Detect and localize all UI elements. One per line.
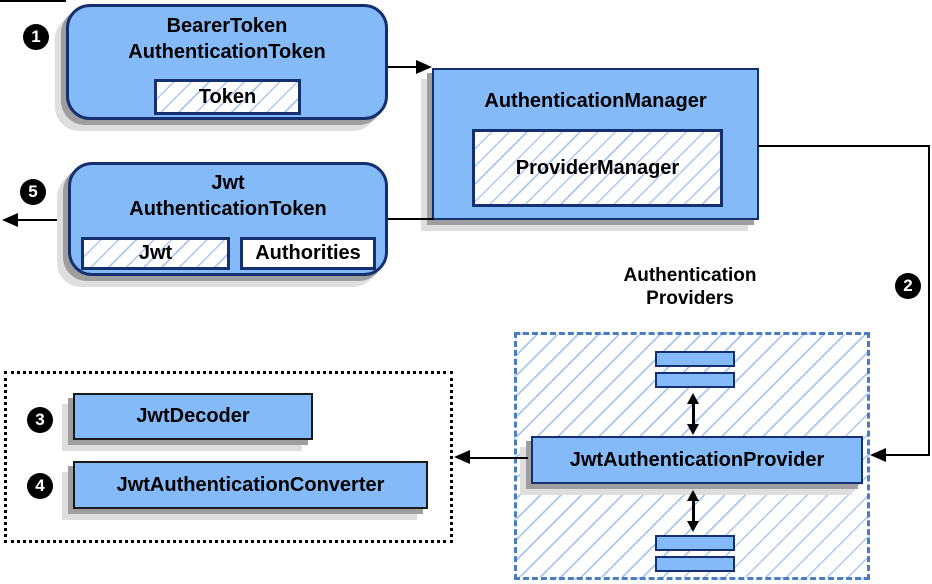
edge-provider-to-decoders [470, 457, 528, 459]
arrowhead-left-icon [870, 448, 886, 462]
jwt-authentication-converter-label: JwtAuthenticationConverter [116, 473, 385, 496]
edge-manager-to-jwt-token [388, 218, 434, 220]
authentication-manager-node: AuthenticationManager ProviderManager [432, 68, 759, 220]
edge-token-out [17, 219, 68, 221]
arrowhead-decoders-left-icon [454, 450, 470, 464]
jwt-chip-label: Jwt [138, 242, 173, 264]
bearer-node-title-line2: AuthenticationToken [128, 41, 326, 63]
step-3-badge: 3 [27, 407, 53, 433]
arrow-stem [691, 402, 695, 426]
provider-manager-chip: ProviderManager [472, 129, 723, 207]
jwt-authentication-converter-node: JwtAuthenticationConverter [73, 461, 428, 509]
arrowhead-right-icon [416, 60, 432, 74]
authorities-chip-label: Authorities [255, 242, 361, 264]
decoders-group [4, 371, 453, 543]
step-1-badge: 1 [23, 24, 49, 50]
jwt-chip: Jwt [81, 237, 230, 270]
edge-manager-right [758, 145, 930, 147]
provider-list-item-bar [655, 351, 735, 367]
jwt-authentication-provider-node: JwtAuthenticationProvider [531, 436, 863, 484]
arrowhead-out-left-icon [2, 213, 18, 227]
edge-request-in [0, 0, 66, 2]
bearer-token-authentication-token-node: BearerToken AuthenticationToken Token [66, 4, 388, 120]
edge-bearer-to-manager [388, 66, 416, 68]
arrow-stem [691, 499, 695, 523]
step-1-number: 1 [31, 27, 41, 46]
provider-list-item-bar [655, 556, 735, 572]
step-5-badge: 5 [20, 179, 46, 205]
jwt-authentication-token-node: Jwt AuthenticationToken Jwt Authorities [68, 162, 388, 276]
bearer-node-title: BearerToken AuthenticationToken [69, 13, 385, 65]
arrowhead-up-icon [687, 393, 699, 404]
jwt-authentication-provider-label: JwtAuthenticationProvider [569, 448, 825, 471]
provider-manager-chip-label: ProviderManager [515, 156, 680, 179]
step-2-badge: 2 [895, 273, 921, 299]
bearer-node-title-line1: BearerToken [166, 15, 288, 37]
providers-label-line2: Providers [646, 288, 734, 309]
step-2-number: 2 [903, 276, 913, 295]
arrowhead-up-icon [687, 490, 699, 501]
jwt-decoder-node: JwtDecoder [73, 393, 313, 440]
provider-list-item-bar [655, 535, 735, 551]
authorities-chip: Authorities [240, 237, 376, 270]
jwt-node-title: Jwt AuthenticationToken [71, 170, 385, 222]
manager-node-title: AuthenticationManager [484, 90, 707, 112]
arrowhead-down-icon [687, 424, 699, 435]
step-4-number: 4 [35, 476, 45, 495]
token-chip-label: Token [198, 85, 257, 108]
authentication-providers-group: JwtAuthenticationProvider [514, 332, 870, 580]
step-3-number: 3 [35, 410, 45, 429]
provider-list-item-bar [655, 372, 735, 388]
edge-into-provider [886, 454, 928, 456]
authentication-providers-label: Authentication Providers [590, 264, 790, 310]
jwt-decoder-label: JwtDecoder [136, 405, 250, 427]
double-arrow-top-icon [687, 393, 699, 435]
token-chip: Token [154, 79, 301, 115]
step-5-number: 5 [28, 182, 38, 201]
double-arrow-bottom-icon [687, 490, 699, 532]
step-4-badge: 4 [27, 473, 53, 499]
jwt-node-title-line1: Jwt [211, 172, 245, 194]
arrowhead-down-icon [687, 521, 699, 532]
jwt-node-title-line2: AuthenticationToken [129, 198, 327, 220]
edge-manager-down [928, 145, 930, 456]
providers-label-line1: Authentication [623, 265, 757, 286]
